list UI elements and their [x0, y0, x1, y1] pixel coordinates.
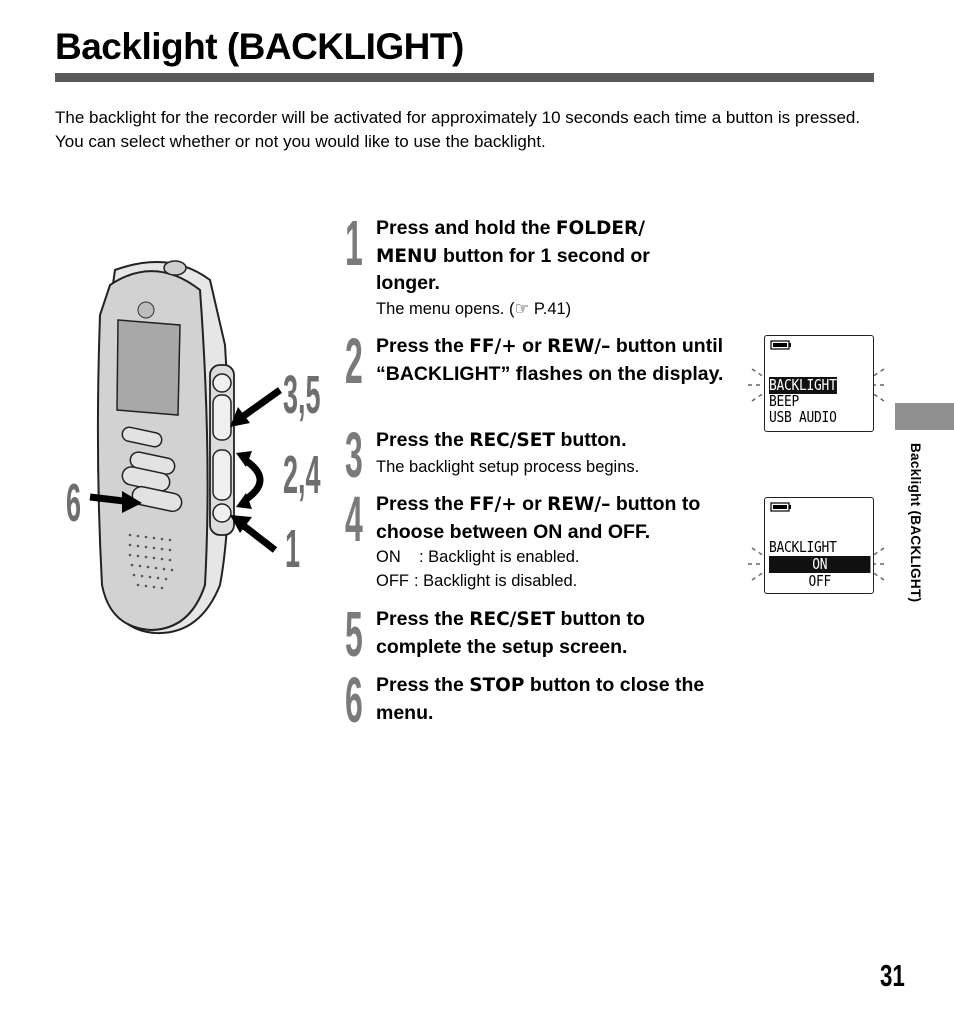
- step-3-instruction: Press the REC/SET button.: [376, 427, 741, 455]
- callout-6: 6: [66, 473, 82, 533]
- step-number: 3: [345, 419, 363, 491]
- recorder-illustration: [60, 255, 320, 650]
- option-off: OFF : Backlight is disabled.: [376, 569, 741, 593]
- instruction-text: button.: [555, 429, 627, 451]
- page-title: Backlight (BACKLIGHT): [55, 26, 464, 67]
- callout-1: 1: [285, 519, 301, 579]
- button-name: REC/SET: [469, 609, 556, 630]
- chapter-tab: [895, 403, 954, 430]
- lcd-setting-line: ON: [769, 556, 871, 573]
- running-head: Backlight (BACKLIGHT): [908, 443, 923, 603]
- instruction-text: Press the: [376, 608, 470, 630]
- lcd-setting-line: OFF: [808, 572, 832, 590]
- lcd-setting-line: BACKLIGHT: [769, 538, 837, 556]
- lcd-menu-line: BEEP: [769, 392, 800, 410]
- callout-3-5: 3,5: [283, 365, 321, 425]
- battery-icon: [770, 502, 791, 512]
- button-name: REW/–: [547, 336, 611, 357]
- battery-icon: [770, 340, 791, 350]
- step-6-instruction: Press the STOP button to close the menu.: [376, 672, 746, 726]
- instruction-text: or: [516, 335, 548, 357]
- instruction-text: Press the: [376, 335, 470, 357]
- instruction-text: Press the: [376, 493, 470, 515]
- instruction-text: Press the: [376, 429, 470, 451]
- intro-paragraph: The backlight for the recorder will be a…: [55, 108, 861, 151]
- title-rule: [55, 73, 874, 82]
- step-1-instruction: Press and hold the FOLDER/ MENU button f…: [376, 215, 706, 297]
- instruction-text: Press the: [376, 674, 470, 696]
- button-name: FOLDER/ MENU: [376, 218, 646, 267]
- step-4-instruction: Press the FF/+ or REW/– button to choose…: [376, 491, 741, 545]
- lcd-menu-line: USB AUDIO: [769, 408, 837, 426]
- step-5-instruction: Press the REC/SET button to complete the…: [376, 606, 716, 660]
- step-2-instruction: Press the FF/+ or REW/– button until “BA…: [376, 333, 741, 387]
- lcd-menu-screen: BACKLIGHT BEEP USB AUDIO: [764, 335, 874, 432]
- button-name: REW/–: [547, 494, 611, 515]
- button-name: REC/SET: [469, 430, 556, 451]
- button-name: STOP: [469, 675, 525, 696]
- callout-2-4: 2,4: [283, 445, 321, 505]
- lcd-setting-screen: BACKLIGHT ON OFF: [764, 497, 874, 594]
- lcd-menu-line: BACKLIGHT: [769, 376, 837, 394]
- step-number: 6: [345, 664, 363, 736]
- instruction-text: button to choose between ON and OFF.: [376, 493, 701, 543]
- button-name: FF/+: [469, 336, 517, 357]
- option-desc: : Backlight is disabled.: [414, 572, 578, 590]
- step-number: 1: [345, 207, 363, 279]
- option-on: ON : Backlight is enabled.: [376, 545, 741, 569]
- instruction-text: or: [516, 493, 548, 515]
- instruction-text: button for 1 second or longer.: [376, 244, 650, 295]
- step-number: 5: [345, 598, 363, 670]
- instruction-text: button until “BACKLIGHT” flashes on the …: [376, 335, 724, 385]
- step-number: 2: [345, 325, 363, 397]
- instruction-text: button to close the menu.: [376, 674, 705, 724]
- option-key: OFF: [376, 572, 409, 590]
- step-1-note: The menu opens. (☞ P.41): [376, 299, 572, 318]
- instruction-text: Press and hold the: [376, 217, 556, 239]
- step-number: 4: [345, 483, 363, 555]
- instruction-text: button to complete the setup screen.: [376, 608, 645, 658]
- step-3-note: The backlight setup process begins.: [376, 457, 640, 476]
- page-number: 31: [880, 958, 905, 993]
- option-key: ON: [376, 548, 401, 566]
- button-name: FF/+: [469, 494, 517, 515]
- option-desc: : Backlight is enabled.: [419, 548, 580, 566]
